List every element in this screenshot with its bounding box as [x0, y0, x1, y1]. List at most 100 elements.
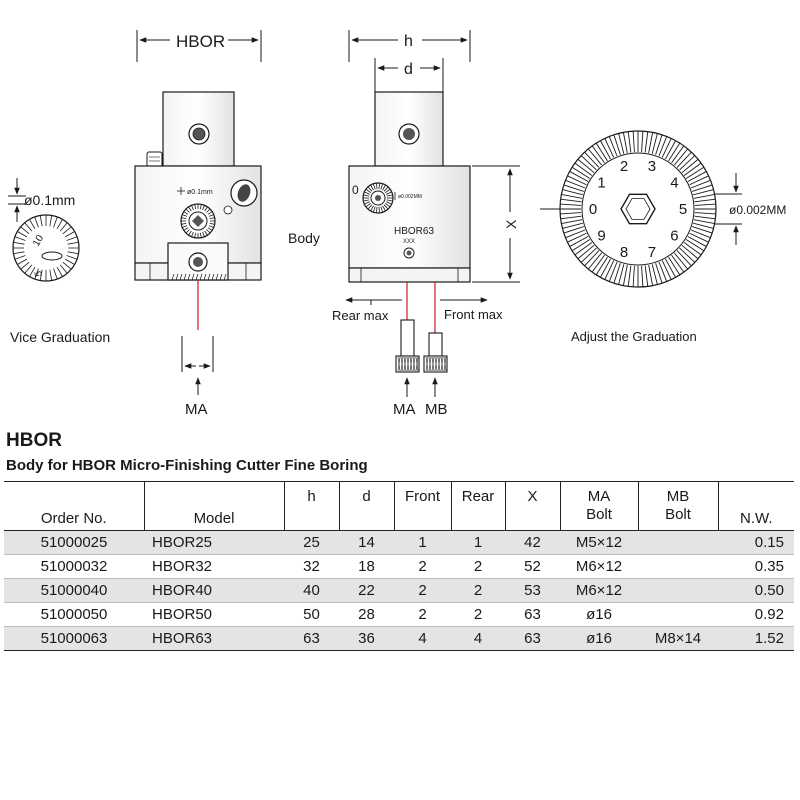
cell-mb: [638, 578, 718, 603]
col-d: d: [338, 481, 394, 531]
cell-front: 2: [394, 578, 451, 603]
body-dial-small-label-center: ø0.002MM: [398, 194, 422, 200]
table-header-row: Order No. Model h d Front Rear X MA Bolt…: [4, 481, 794, 531]
grad-number: 6: [670, 228, 678, 245]
cell-mb: M8×14: [638, 626, 718, 651]
col-nw: N.W.: [717, 481, 794, 531]
grad-dim-label: ø0.002MM: [729, 203, 786, 217]
cell-nw: 0.92: [718, 602, 794, 627]
cell-d: 22: [339, 578, 394, 603]
grad-caption: Adjust the Graduation: [571, 329, 697, 344]
grad-number: 7: [648, 244, 656, 261]
grad-number: 2: [620, 158, 628, 175]
cell-order: 51000032: [4, 554, 144, 579]
cell-d: 14: [339, 530, 394, 555]
rear-max-label: Rear max: [332, 308, 389, 323]
cell-rear: 2: [451, 602, 505, 627]
ma-label-right: MA: [393, 401, 416, 418]
cell-model: HBOR63: [144, 626, 284, 651]
grad-number: 0: [589, 201, 597, 218]
cell-rear: 1: [451, 530, 505, 555]
cell-rear: 4: [451, 626, 505, 651]
grad-number: 4: [670, 175, 678, 192]
vice-dial-ticks: [13, 215, 79, 281]
cell-ma: ø16: [560, 626, 638, 651]
col-mb-line2: Bolt: [665, 506, 691, 523]
col-order-no: Order No.: [4, 481, 144, 531]
vice-dial-label-10: 10: [31, 233, 46, 249]
col-rear: Rear: [450, 481, 505, 531]
cell-nw: 0.50: [718, 578, 794, 603]
cell-d: 28: [339, 602, 394, 627]
cell-x: 63: [505, 602, 560, 627]
body-dial-small-label: ø0.1mm: [187, 189, 213, 196]
cell-x: 63: [505, 626, 560, 651]
cell-x: 53: [505, 578, 560, 603]
cell-mb: [638, 554, 718, 579]
col-ma-line2: Bolt: [586, 506, 612, 523]
col-mb-bolt: MB Bolt: [637, 481, 718, 531]
center-body-view: Body h d 0 ø0.002MM HBOR63 XXX: [288, 30, 520, 418]
col-ma-line1: MA: [587, 488, 611, 505]
body-sub-text: XXX: [403, 239, 415, 245]
col-front: Front: [393, 481, 451, 531]
cell-rear: 2: [451, 578, 505, 603]
grad-number: 3: [648, 158, 656, 175]
dim-hbor-label: HBOR: [176, 32, 225, 51]
graduation-dial-ticks: [560, 131, 716, 287]
col-model: Model: [143, 481, 284, 531]
cell-d: 18: [339, 554, 394, 579]
col-h: h: [283, 481, 339, 531]
cell-model: HBOR32: [144, 554, 284, 579]
cell-order: 51000040: [4, 578, 144, 603]
vice-caption: Vice Graduation: [10, 329, 110, 345]
cell-front: 1: [394, 530, 451, 555]
cell-mb: [638, 602, 718, 627]
cell-h: 25: [284, 530, 339, 555]
mb-label: MB: [425, 401, 448, 418]
dim-d-label: d: [404, 61, 413, 78]
cell-order: 51000025: [4, 530, 144, 555]
body-dial-mark: 0: [352, 183, 359, 197]
grad-number: 1: [597, 175, 605, 192]
vice-dim-label: ø0.1mm: [24, 192, 75, 208]
grad-number: 5: [679, 201, 687, 218]
cell-nw: 0.35: [718, 554, 794, 579]
grad-number: 8: [620, 244, 628, 261]
cell-ma: M5×12: [560, 530, 638, 555]
cell-mb: [638, 530, 718, 555]
vice-graduation-view: ø0.1mm 10 5 Vice Graduation: [8, 178, 110, 345]
col-mb-line1: MB: [666, 488, 690, 505]
cell-nw: 0.15: [718, 530, 794, 555]
spec-table: Order No. Model h d Front Rear X MA Bolt…: [4, 481, 794, 651]
cell-h: 63: [284, 626, 339, 651]
cell-front: 2: [394, 602, 451, 627]
left-body-view: HBOR ø0.1mm: [134, 30, 262, 418]
cell-h: 32: [284, 554, 339, 579]
cell-h: 40: [284, 578, 339, 603]
cell-h: 50: [284, 602, 339, 627]
col-x: X: [504, 481, 560, 531]
col-ma-bolt: MA Bolt: [559, 481, 638, 531]
cell-model: HBOR25: [144, 530, 284, 555]
section-subheading: Body for HBOR Micro-Finishing Cutter Fin…: [6, 457, 368, 474]
cell-front: 2: [394, 554, 451, 579]
body-model-text: HBOR63: [394, 226, 434, 237]
technical-drawing: ø0.1mm 10 5 Vice Graduation HBOR ø0.1mm: [8, 30, 786, 418]
cell-x: 42: [505, 530, 560, 555]
cell-model: HBOR40: [144, 578, 284, 603]
dim-x-label: X: [503, 219, 519, 229]
cell-ma: M6×12: [560, 578, 638, 603]
cell-order: 51000050: [4, 602, 144, 627]
cell-rear: 2: [451, 554, 505, 579]
cell-model: HBOR50: [144, 602, 284, 627]
cell-x: 52: [505, 554, 560, 579]
cell-ma: M6×12: [560, 554, 638, 579]
